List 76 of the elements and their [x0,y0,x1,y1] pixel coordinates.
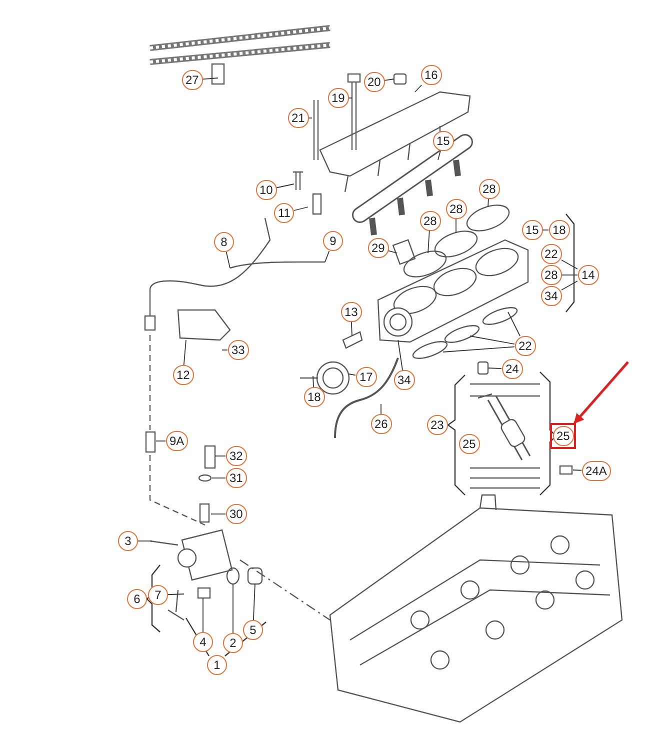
leader-line [442,346,515,352]
bracket-line [561,260,578,270]
callout-number: 28 [478,179,500,199]
leader-line [294,206,308,211]
callout-number: 5 [243,620,263,640]
callout-number: 15 [522,220,543,240]
leader-line [488,198,489,208]
leader-line [398,340,403,370]
callout-number: 30 [226,504,247,524]
leader-line [252,584,256,620]
callout-number: 10 [256,180,277,200]
callout-number: 28 [446,199,467,219]
callout-number: 3 [118,531,138,551]
callout-number: 8 [214,232,234,252]
callout-number: 7 [148,585,168,605]
bracket-line [561,280,578,290]
leader-line [156,440,166,442]
callout-number: 31 [226,468,247,488]
leader-line [438,150,441,160]
callout-number: 18 [304,387,325,407]
callout-number: 29 [368,238,389,258]
leader-line [226,252,230,268]
callout-number: 27 [182,70,203,90]
callout-number: 14 [578,265,599,285]
leader-line [428,230,430,254]
callout-number: 34 [540,286,562,306]
callout-number: 9 [323,231,343,251]
callout-number: 15 [432,131,454,151]
callout-number: 21 [288,108,309,128]
callout-number: 11 [274,203,294,223]
callout-number: 4 [193,632,213,652]
callout-number: 6 [127,589,147,609]
leader-line [348,374,356,376]
leader-line [232,584,234,634]
callout-number: 34 [394,370,415,390]
callout-number: 17 [356,367,377,387]
callout-number: 24A [582,461,611,481]
callout-number: 24 [502,359,523,379]
callout-number: 26 [370,414,392,434]
leader-line [388,250,398,254]
leader-line [138,540,152,542]
leader-line [572,470,582,471]
leader-line [202,598,204,632]
leader-line [488,368,502,370]
callout-number: 9A [166,431,188,451]
callout-number: 1 [207,655,227,675]
leader-line [312,376,314,388]
callout-number: 12 [172,365,194,385]
leader-line [350,322,352,336]
leader-line [384,78,394,81]
leader-line [414,84,422,92]
callout-number: 33 [228,340,249,360]
callout-number: 20 [364,72,385,92]
callout-number: 28 [420,211,441,231]
leader-line [276,184,294,188]
callout-number: 25 [458,434,480,454]
callout-number: 13 [340,302,362,322]
callout-number: 19 [328,88,349,108]
leader-line [168,594,184,596]
leader-line [324,250,330,262]
callout-number: 23 [426,415,448,435]
callout-number: 28 [540,265,562,285]
leader-line [202,78,218,80]
callout-number: 32 [226,446,247,466]
bracket-line [561,274,578,276]
callout-number: 22 [540,244,562,264]
callout-number: 22 [514,336,536,356]
callout-number: 18 [548,220,570,240]
pointer-arrow [573,361,629,424]
callout-number: 2 [223,633,243,653]
callout-number: 25 [552,426,574,446]
leader-line [470,336,515,345]
leader-line [508,312,520,336]
leader-line [183,340,186,366]
callout-number: 16 [420,65,442,85]
leader-line [380,404,382,414]
